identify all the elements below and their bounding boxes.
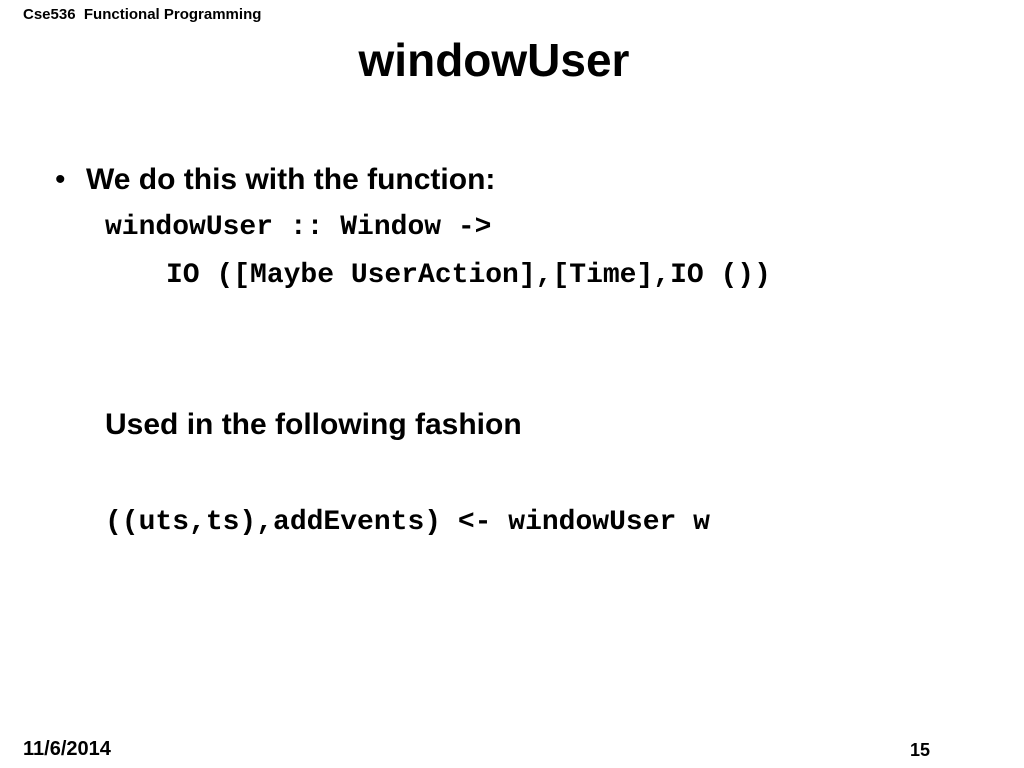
code-signature-line-1: windowUser :: Window -> [105, 212, 492, 243]
code-signature-line-2: IO ([Maybe UserAction],[Time],IO ()) [166, 260, 771, 291]
course-label: Cse536 Functional Programming [23, 6, 262, 23]
usage-heading: Used in the following fashion [105, 408, 522, 441]
footer-date: 11/6/2014 [23, 738, 111, 760]
slide-title: windowUser [358, 34, 630, 86]
bullet-item: • We do this with the function: [55, 162, 495, 198]
page-number: 15 [910, 740, 931, 760]
code-usage-line: ((uts,ts),addEvents) <- windowUser w [105, 507, 710, 538]
bullet-marker: • [55, 163, 66, 196]
bullet-text: We do this with the function: [86, 163, 496, 196]
